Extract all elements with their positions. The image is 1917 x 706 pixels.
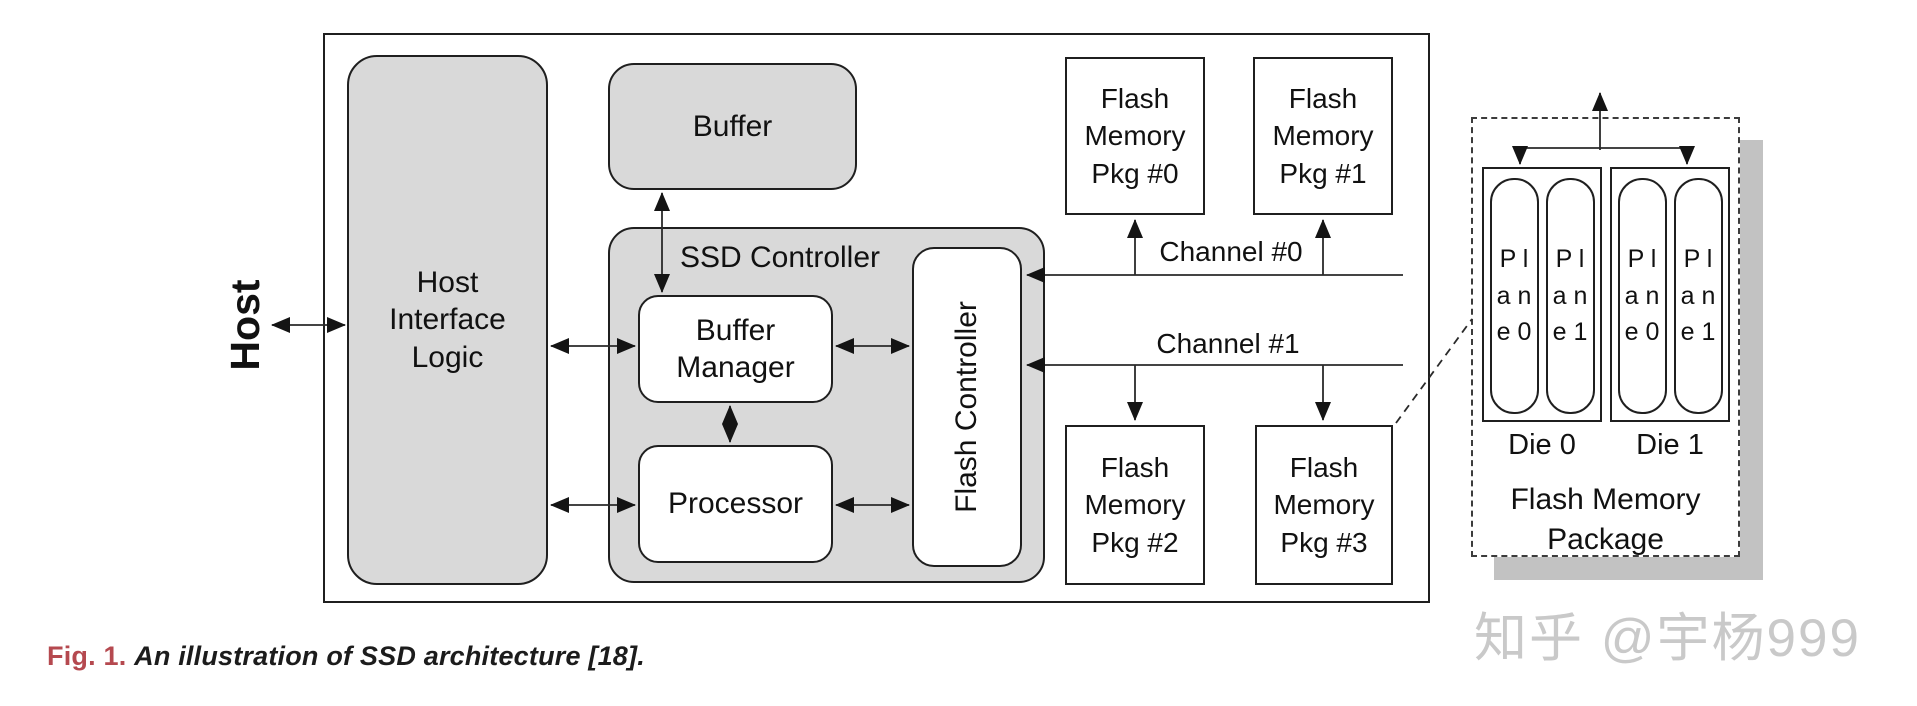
- flash-memory-package-label: Flash Memory Package: [1510, 483, 1701, 556]
- caption-text: An illustration of SSD architecture [18]…: [134, 641, 645, 671]
- die-1-box: P l a n e 0 P l a n e 1: [1610, 167, 1730, 422]
- flash-pkg-0: Flash Memory Pkg #0: [1065, 57, 1205, 215]
- die0-plane1-pill: P l a n e 1: [1545, 178, 1595, 414]
- flash-pkg-2: Flash Memory Pkg #2: [1065, 425, 1205, 585]
- host-interface-logic-block: Host Interface Logic: [347, 55, 548, 585]
- die-0-box: P l a n e 0 P l a n e 1: [1482, 167, 1602, 422]
- ssd-controller-label: SSD Controller: [679, 241, 881, 274]
- buffer-manager-block: Buffer Manager: [638, 295, 833, 403]
- flash-pkg-1: Flash Memory Pkg #1: [1253, 57, 1393, 215]
- host-label: Host: [222, 279, 268, 371]
- die-0-label: Die 0: [1508, 429, 1576, 461]
- channel-1-label: Channel #1: [1156, 328, 1300, 359]
- die-1-label: Die 1: [1636, 429, 1704, 461]
- processor-block: Processor: [638, 445, 833, 563]
- flash-controller-label: Flash Controller: [950, 301, 983, 513]
- die1-plane1-pill: P l a n e 1: [1673, 178, 1723, 414]
- flash-pkg-3: Flash Memory Pkg #3: [1255, 425, 1393, 585]
- buffer-block: Buffer: [608, 63, 857, 190]
- caption-tag: Fig. 1.: [47, 641, 127, 671]
- die1-plane0-pill: P l a n e 0: [1617, 178, 1667, 414]
- watermark: 知乎 @宇杨999: [1474, 609, 1861, 668]
- flash-controller-block: Flash Controller: [912, 247, 1022, 567]
- figure-caption: Fig. 1. An illustration of SSD architect…: [47, 641, 645, 672]
- die0-plane0-pill: P l a n e 0: [1489, 178, 1539, 414]
- channel-0-label: Channel #0: [1159, 236, 1303, 267]
